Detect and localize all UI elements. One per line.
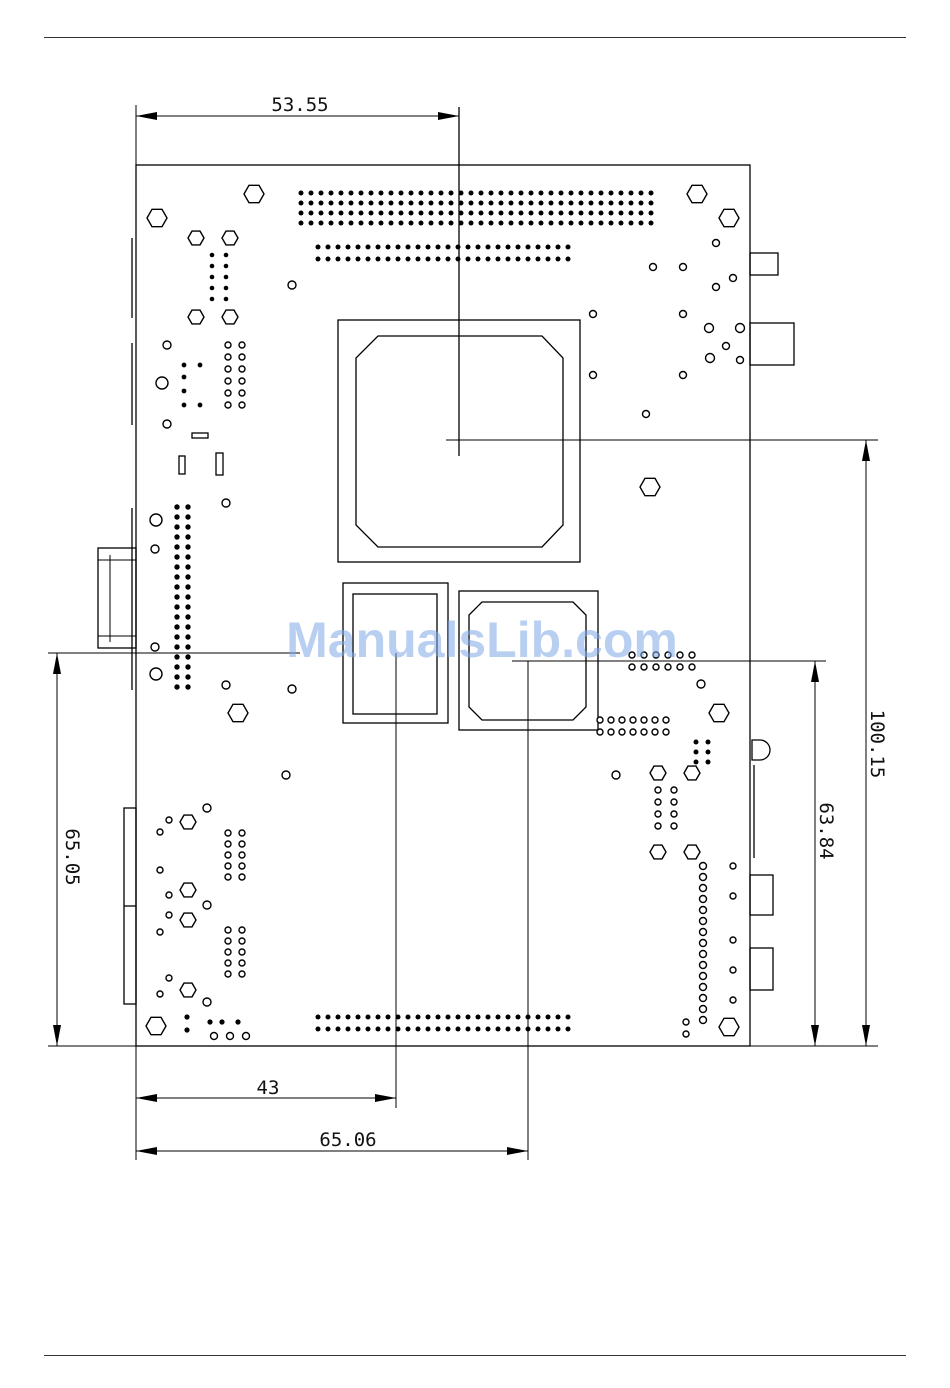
dim-label-bottom-short: 43 bbox=[257, 1077, 280, 1099]
board-outline bbox=[136, 165, 750, 1046]
dim-label-top: 53.55 bbox=[271, 94, 328, 116]
dim-label-bottom-long: 65.06 bbox=[319, 1129, 376, 1151]
dim-label-right-outer: 100.15 bbox=[866, 710, 888, 779]
right-edge-connectors bbox=[750, 253, 794, 990]
small-parts bbox=[179, 433, 223, 475]
dim-label-right-inner: 63.84 bbox=[815, 802, 837, 859]
left-edge-connectors bbox=[98, 238, 136, 1004]
dim-label-left: 65.05 bbox=[61, 828, 83, 885]
watermark: ManualsLib.com bbox=[286, 612, 678, 668]
